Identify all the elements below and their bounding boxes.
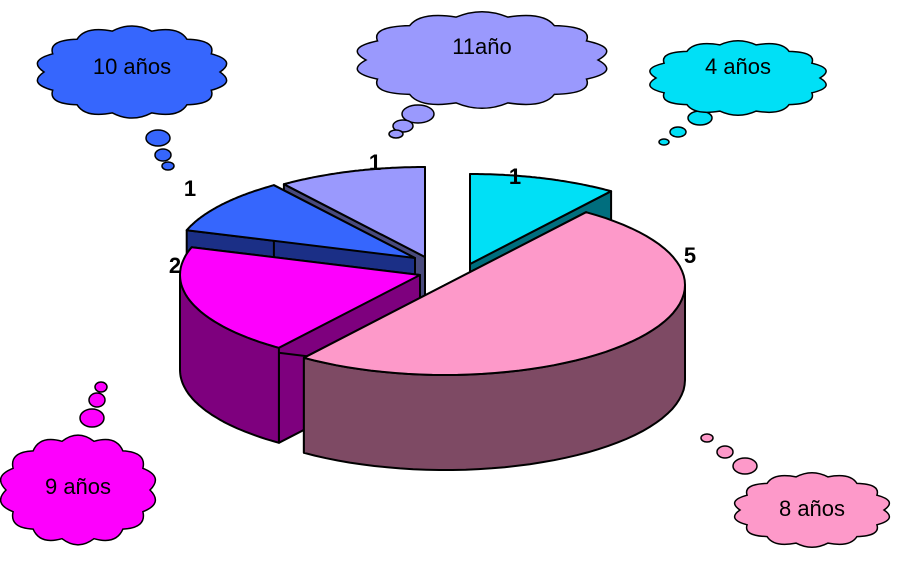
- slice-category-label: 4 años: [705, 54, 771, 79]
- callout-1: 8 años: [700, 433, 891, 549]
- slice-0-top: [469, 173, 613, 265]
- callout-2: 9 años: [0, 381, 157, 546]
- callout-bubble: [388, 129, 404, 139]
- slice-3-top: [185, 184, 416, 259]
- callout-0: 4 años: [649, 39, 827, 146]
- callout-bubble: [94, 381, 108, 393]
- callout-cloud: [649, 39, 827, 117]
- callout-bubble: [88, 392, 106, 408]
- callout-3: 10 años: [36, 25, 228, 171]
- callout-bubble: [700, 433, 714, 443]
- value-label: 1: [369, 150, 381, 175]
- callout-cloud: [733, 471, 891, 549]
- callout-cloud: [356, 10, 608, 110]
- callout-bubble: [669, 126, 687, 138]
- slice-category-label: 11año: [452, 34, 512, 59]
- value-label: 5: [684, 243, 696, 268]
- slice-2-top: [179, 246, 421, 349]
- value-label: 1: [184, 176, 196, 201]
- slice-category-label: 10 años: [93, 54, 171, 79]
- callout-clouds: 4 años 8 años 9 años 10 años 11año: [0, 10, 891, 549]
- callout-cloud: [0, 434, 157, 546]
- value-label: 2: [169, 253, 181, 278]
- slice-category-label: 8 años: [779, 496, 845, 521]
- callout-bubble: [716, 445, 734, 459]
- callout-bubble: [154, 148, 172, 162]
- value-labels: 1 1 1 2 5: [169, 150, 696, 278]
- callout-bubble: [79, 408, 105, 428]
- slice-4-top: [282, 166, 426, 258]
- callout-bubble: [161, 161, 175, 171]
- callout-bubble: [732, 457, 758, 475]
- slice-1: [302, 211, 686, 471]
- slice-1-top: [302, 211, 686, 376]
- value-label: 1: [509, 164, 521, 189]
- callout-bubble: [687, 110, 713, 126]
- callout-4: 11año: [356, 10, 608, 139]
- callout-bubble: [401, 104, 435, 124]
- slice-category-label: 9 años: [45, 474, 111, 499]
- callout-bubble: [658, 138, 670, 146]
- pie-slices: [179, 166, 686, 471]
- callout-cloud: [36, 25, 228, 119]
- callout-bubble: [145, 129, 171, 147]
